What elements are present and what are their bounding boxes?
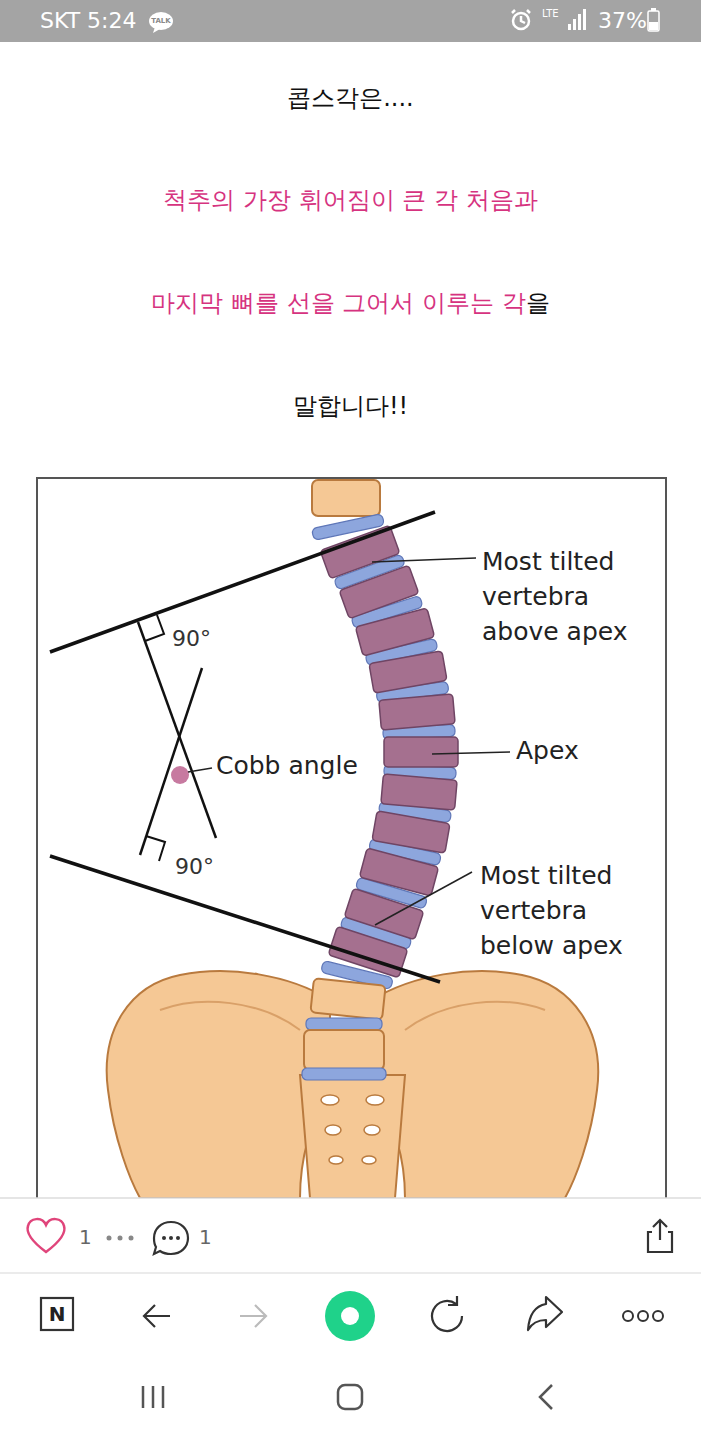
vertebra [355, 608, 434, 656]
text-line: 마지막 뼈를 선을 그어서 이루는 각을 [0, 287, 701, 319]
cobb-angle-dot [171, 766, 189, 784]
vertebra [369, 651, 447, 693]
menu-dots [623, 1311, 663, 1321]
talk-icon [149, 12, 173, 30]
divider [0, 1272, 701, 1274]
home-button [338, 1385, 362, 1409]
vertebra [328, 926, 408, 977]
forward-share-icon [528, 1297, 562, 1330]
body-text: 을 [526, 287, 550, 319]
talk-badge: TALK [151, 17, 171, 25]
vertebra [339, 565, 419, 619]
signal-bars [568, 9, 586, 30]
vertebra [372, 811, 450, 853]
recent-apps [143, 1386, 163, 1408]
carrier-time: SKT 5:24 [40, 8, 137, 33]
back-button [540, 1385, 552, 1409]
comment-count: 1 [199, 1226, 212, 1249]
vertebra [320, 525, 400, 579]
forward-arrow [240, 1305, 266, 1327]
like-count: 1 [79, 1226, 92, 1249]
battery-level: 37% [598, 8, 647, 33]
disc [306, 1018, 382, 1030]
heart-icon [28, 1219, 65, 1252]
bottom-panel [0, 1198, 701, 1440]
status-bar [0, 0, 701, 42]
vertebra [384, 737, 458, 767]
naver-logo: N [49, 1303, 66, 1326]
naver-button [41, 1298, 73, 1330]
body-text: 콥스각은.... [287, 82, 414, 114]
leader-lines [188, 558, 510, 925]
text-line: 척추의 가장 휘어짐이 큰 각 처음과 [0, 184, 701, 216]
angle-mark: 90° [172, 626, 211, 651]
green-button-core [341, 1307, 359, 1325]
share-icon [648, 1220, 672, 1252]
vertebra [379, 694, 455, 730]
angle-mark: 90° [175, 854, 214, 879]
body-text: 척추의 가장 휘어짐이 큰 각 처음과 [163, 184, 537, 216]
pelvis [107, 971, 598, 1198]
back-arrow [144, 1305, 170, 1327]
text-line: 콥스각은.... [0, 82, 701, 114]
body-text: 마지막 뼈를 선을 그어서 이루는 각 [151, 287, 525, 319]
cervical-vertebra [312, 480, 380, 516]
body-text: 말합니다!! [293, 390, 408, 422]
more-dots [107, 1236, 134, 1241]
callout-label: Most tilted vertebra below apex [480, 858, 645, 963]
callout-label: Cobb angle [216, 752, 358, 781]
battery-icon [648, 8, 659, 31]
green-button [325, 1291, 375, 1341]
cobb-lines [50, 512, 440, 982]
callout-label: Apex [516, 737, 579, 766]
talk-icon-tail [153, 27, 160, 33]
lumbar-vertebra [310, 978, 385, 1019]
vertebra [381, 774, 457, 810]
alarm-icon [512, 10, 530, 29]
reload-icon [432, 1296, 462, 1331]
disc [302, 1068, 386, 1080]
image-frame [37, 478, 666, 1198]
vertebra [359, 848, 438, 896]
comment-icon [154, 1222, 188, 1254]
text-line: 말합니다!! [0, 390, 701, 422]
network-type: LTE [542, 8, 559, 20]
callout-label: Most tilted vertebra above apex [482, 544, 647, 649]
divider [0, 1197, 701, 1199]
lumbar-vertebra [304, 1030, 384, 1070]
